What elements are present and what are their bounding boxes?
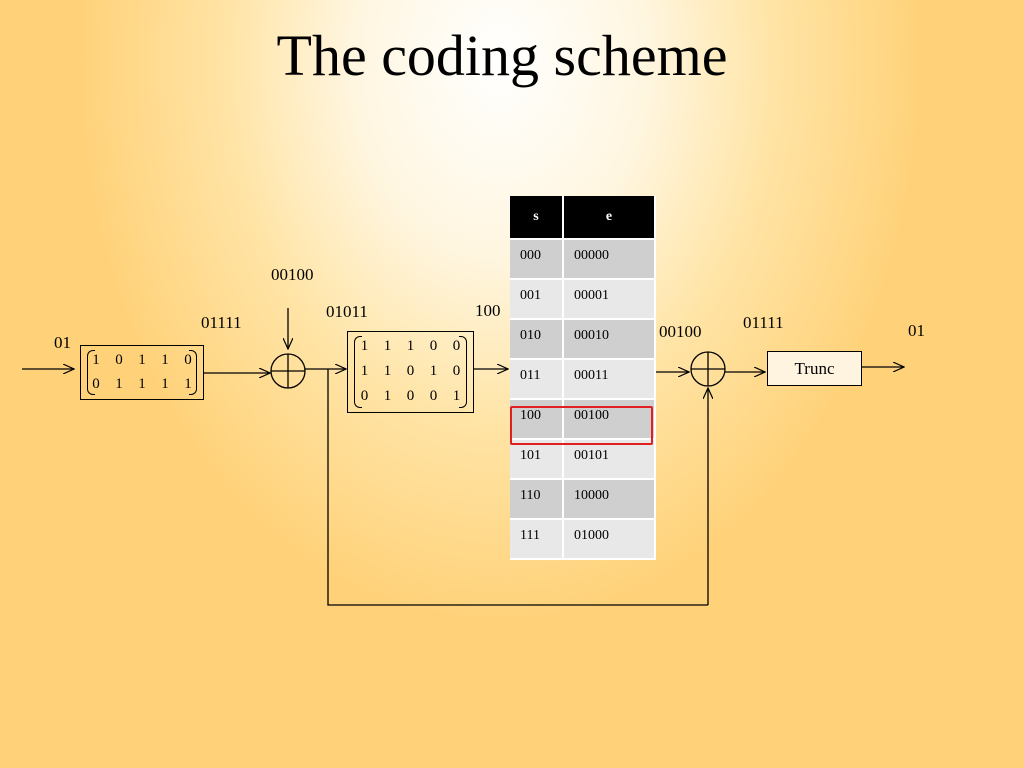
- slide-title: The coding scheme: [276, 23, 728, 88]
- matrix-cell: 0: [92, 375, 100, 392]
- matrix-cell: 0: [429, 338, 438, 354]
- matrix-cell: 1: [92, 351, 100, 368]
- matrix-cell: 1: [383, 338, 392, 354]
- error-cell: 00011: [563, 359, 656, 400]
- codeword-label: 01111: [201, 313, 242, 332]
- error-cell: 10000: [563, 479, 656, 520]
- matrix-cell: 1: [406, 338, 415, 354]
- matrix-cell: 0: [429, 388, 438, 404]
- matrix-cell: 1: [429, 363, 438, 379]
- matrix-cell: 1: [383, 363, 392, 379]
- syndrome-cell: 001: [510, 279, 564, 320]
- matrix-cell: 0: [406, 388, 415, 404]
- matrix-cell: 1: [360, 338, 369, 354]
- error-cell: 00001: [563, 279, 656, 320]
- header-e: e: [563, 196, 656, 240]
- syndrome-cell: 000: [510, 239, 564, 280]
- error-label: 00100: [659, 322, 702, 341]
- matrix-cell: 0: [184, 351, 192, 368]
- matrix-cell: 0: [452, 363, 461, 379]
- matrix-cell: 0: [360, 388, 369, 404]
- syndrome-label: 100: [475, 301, 501, 320]
- output-label: 01: [908, 321, 925, 340]
- syndrome-cell: 100: [510, 399, 564, 440]
- syndrome-cell: 010: [510, 319, 564, 360]
- error-cell: 00010: [563, 319, 656, 360]
- matrix-cell: 0: [406, 363, 415, 379]
- error-cell: 01000: [563, 519, 656, 560]
- matrix-cell: 1: [383, 388, 392, 404]
- matrix-cell: 0: [452, 338, 461, 354]
- syndrome-input-label: 00100: [271, 265, 314, 284]
- input-label: 01: [54, 333, 71, 352]
- error-cell: 00100: [563, 399, 656, 440]
- matrix-cell: 1: [161, 351, 169, 368]
- syndrome-cell: 110: [510, 479, 564, 520]
- matrix-cell: 1: [138, 375, 146, 392]
- corrected-label: 01111: [743, 313, 784, 332]
- matrix-cell: 1: [184, 375, 192, 392]
- matrix-cell: 0: [115, 351, 123, 368]
- syndrome-cell: 101: [510, 439, 564, 480]
- matrix-cell: 1: [161, 375, 169, 392]
- trunc-box: Trunc: [767, 351, 862, 386]
- xor-output-label: 01011: [326, 302, 368, 321]
- highlight-row-box: [510, 406, 653, 445]
- syndrome-cell: 111: [510, 519, 564, 560]
- syndrome-cell: 011: [510, 359, 564, 400]
- error-cell: 00101: [563, 439, 656, 480]
- matrix-cell: 1: [452, 388, 461, 404]
- error-cell: 00000: [563, 239, 656, 280]
- matrix-cell: 1: [115, 375, 123, 392]
- header-s: s: [510, 196, 564, 240]
- matrix-cell: 1: [138, 351, 146, 368]
- matrix-cell: 1: [360, 363, 369, 379]
- feedback-loop: [327, 369, 708, 606]
